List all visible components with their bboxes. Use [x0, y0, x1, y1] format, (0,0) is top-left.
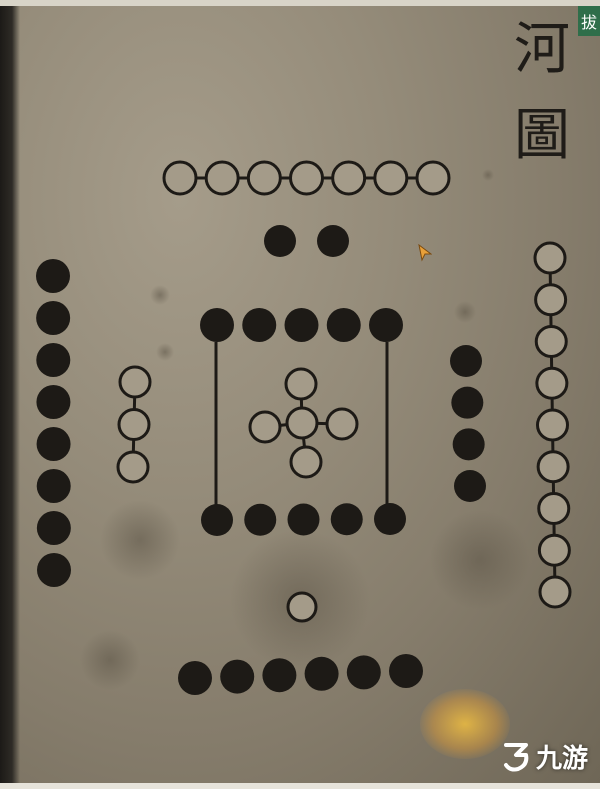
watermark-text: 九游 [535, 744, 588, 774]
square-bottom-5 [201, 503, 406, 536]
open-dot [204, 160, 240, 196]
square-top-5 [200, 308, 403, 342]
corner-badge[interactable]: 拔 [578, 6, 600, 36]
solid-dot [287, 503, 320, 536]
open-dot [538, 575, 572, 609]
torn-paper-edge [0, 0, 20, 789]
solid-dot [220, 659, 255, 694]
solid-dot [346, 655, 381, 690]
solid-dot [242, 308, 277, 342]
open-dot [331, 160, 367, 196]
solid-dot [200, 308, 234, 342]
solid-dot [36, 259, 70, 293]
open-dot [248, 410, 282, 444]
solid-dot [374, 503, 406, 535]
bottom-row-6 [178, 654, 423, 695]
dot-layer [36, 160, 572, 695]
left-column-8 [36, 259, 71, 587]
open-dot [537, 492, 571, 525]
stain-6 [430, 510, 530, 610]
open-dot [534, 283, 568, 317]
bottom-border [0, 783, 600, 789]
solid-dot [36, 343, 71, 377]
open-dot [325, 407, 359, 441]
nine-game-logo-icon [503, 742, 529, 771]
solid-dot [326, 308, 361, 342]
open-dot [118, 365, 152, 399]
solid-dot [284, 308, 319, 342]
watermark-glow [420, 689, 510, 759]
solid-dot [450, 345, 482, 377]
solid-dot [244, 503, 277, 536]
top-border [0, 0, 600, 6]
solid-dot [317, 225, 349, 257]
solid-dot [36, 301, 71, 335]
solid-dot [36, 427, 71, 461]
open-dot [415, 160, 451, 196]
open-dot [536, 408, 569, 442]
solid-dot [451, 386, 484, 419]
solid-dot [201, 504, 233, 536]
center-cross-5 [248, 367, 359, 479]
open-dot [116, 450, 150, 484]
title-char-tu: 圖 [514, 103, 570, 168]
open-dot [535, 366, 569, 400]
right-chain-9 [533, 241, 572, 609]
right-column-4 [450, 345, 486, 502]
top-chain-7 [162, 160, 451, 196]
open-dot [284, 367, 318, 401]
stain-0 [150, 285, 170, 305]
open-dot [246, 160, 282, 196]
solid-dot [36, 511, 71, 545]
solid-dot [36, 469, 71, 503]
solid-dot [262, 658, 297, 693]
open-dot [285, 406, 319, 440]
watermark: 九游 [502, 738, 588, 775]
open-dot [533, 241, 567, 275]
stain-1 [156, 343, 174, 361]
stain-2 [454, 301, 476, 323]
solid-dot [37, 553, 71, 587]
solid-dot [454, 470, 486, 502]
solid-dot [36, 385, 71, 419]
open-dot [373, 160, 409, 196]
bottom-single-1 [286, 591, 318, 623]
title-char-he: 河 [514, 17, 570, 82]
open-dot [117, 408, 151, 441]
stain-3 [482, 169, 494, 181]
open-dot [286, 591, 318, 623]
open-dot [534, 325, 568, 358]
solid-dot [452, 428, 485, 461]
solid-dot [389, 654, 423, 688]
stain-7 [80, 630, 140, 690]
open-dot [537, 533, 571, 567]
solid-dot [178, 661, 212, 695]
top-pair-2 [264, 225, 349, 257]
solid-dot [330, 503, 363, 536]
solid-dot [264, 225, 296, 257]
mouse-cursor-icon [418, 244, 432, 262]
stain-4 [100, 500, 180, 580]
open-dot [536, 450, 570, 484]
open-dot [289, 445, 323, 479]
solid-dot [369, 308, 403, 342]
open-dot [162, 160, 198, 196]
open-dot [289, 160, 324, 196]
solid-dot [304, 656, 339, 691]
paper-stains [80, 169, 530, 690]
left-chain-3 [116, 365, 152, 484]
